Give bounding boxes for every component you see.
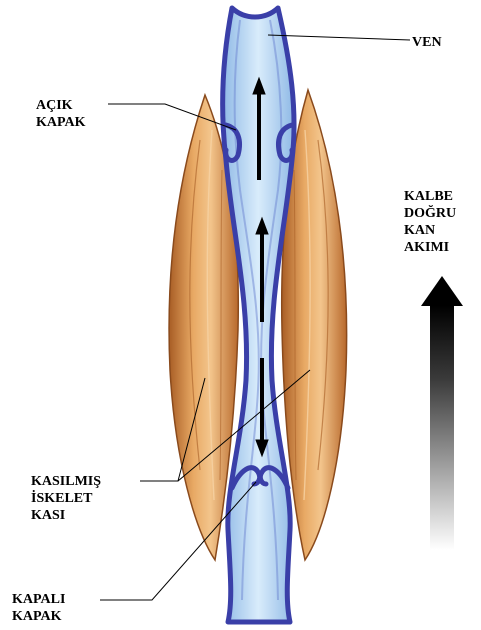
label-closed-valve: KAPALI KAPAK bbox=[12, 591, 65, 625]
label-vein: VEN bbox=[412, 34, 442, 51]
label-blood-flow-to-heart: KALBE DOĞRU KAN AKIMI bbox=[404, 188, 456, 256]
label-open-valve: AÇIK KAPAK bbox=[36, 97, 86, 131]
label-contracted-skeletal-muscle: KASILMIŞ İSKELET KASI bbox=[31, 473, 101, 524]
heart-flow-arrow bbox=[421, 276, 463, 550]
vein-leader bbox=[268, 35, 410, 40]
